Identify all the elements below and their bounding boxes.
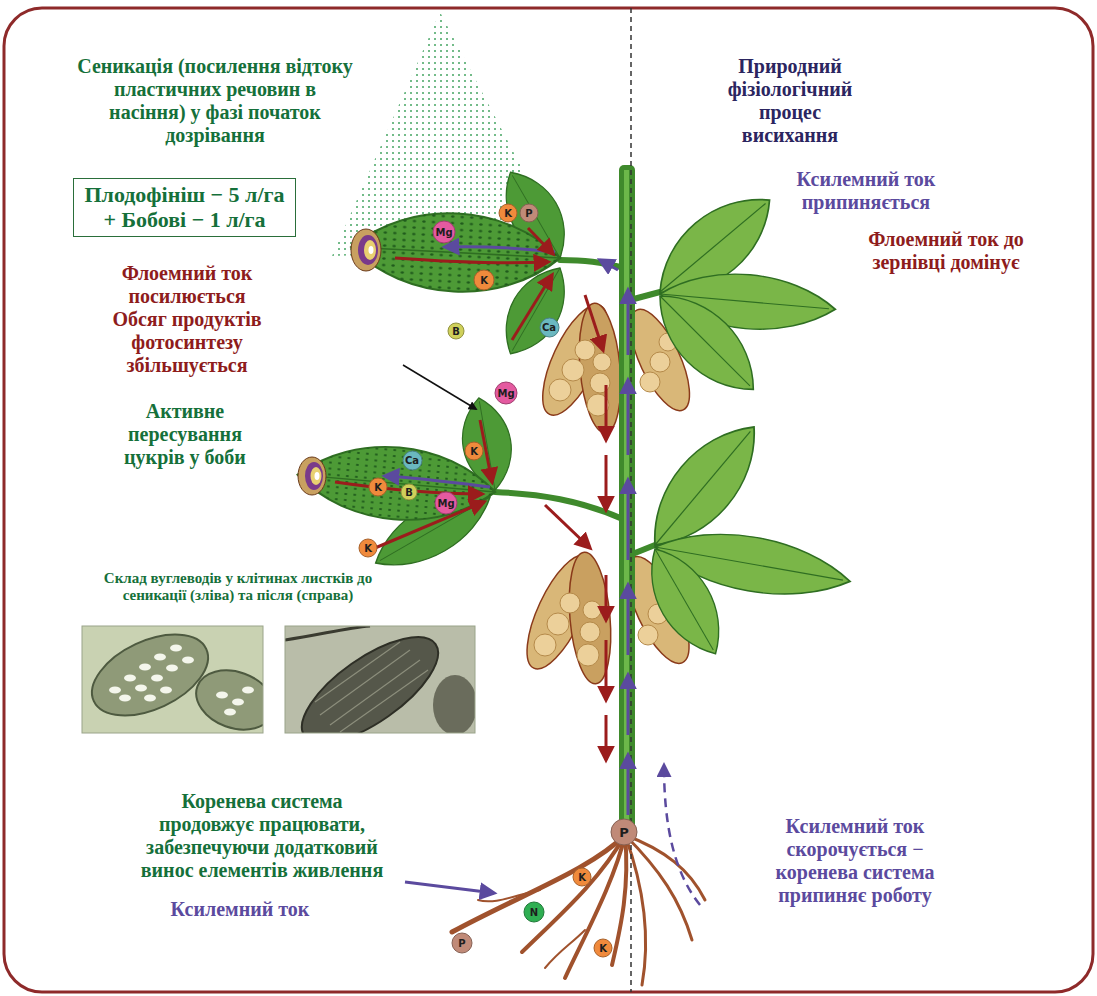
leaf [633, 536, 738, 666]
circle-shape [359, 539, 377, 557]
nutrient-circle: B [447, 322, 465, 340]
stem-highlight [624, 170, 629, 830]
nutrient-circle: K [473, 269, 495, 291]
element-symbol: K [599, 943, 607, 954]
spray-droplets [295, 439, 499, 528]
nutrient-circle: N [523, 901, 545, 923]
circle-shape [594, 939, 612, 957]
micrograph-caption: Склад вуглеводів у клітинах листків до с… [73, 570, 403, 605]
seed-section-upper [351, 229, 381, 271]
circle-shape [448, 323, 464, 339]
circle-shape [524, 902, 544, 922]
element-symbol: Ca [405, 455, 419, 466]
heading-label: Сеникація (посилення відтоку пластичних … [75, 55, 355, 147]
pod [564, 551, 615, 686]
note-label: Активне пересування цукрів у боби [103, 400, 268, 469]
flow-label: Ксилемний ток скорочується − коренева си… [755, 815, 955, 907]
flow-label: Ксилемний ток припиняється [781, 168, 951, 214]
nutrient-circle: Mg [432, 220, 456, 244]
nutrient-circle: K [464, 441, 484, 461]
circle-shape [474, 270, 494, 290]
flow-label: Флоемний ток посилюється [107, 262, 267, 308]
circle-shape [465, 442, 483, 460]
dose-box: Плодофініш − 5 л/га + Бобові − 1 л/га [73, 178, 296, 237]
circle-shape [540, 318, 559, 337]
seed-section-lower [298, 457, 326, 495]
root [625, 835, 705, 900]
circle-shape [435, 492, 457, 514]
circle-shape [611, 819, 637, 845]
flow-label: Ксилемний ток [155, 898, 325, 921]
nutrient-circle: Ca [539, 317, 560, 338]
frame [4, 8, 1093, 992]
nutrient-circle: B [400, 483, 418, 501]
element-symbol: K [578, 872, 586, 883]
note-label: Обсяг продуктів фотосинтезу збільшується [100, 308, 275, 377]
element-symbol: P [525, 208, 532, 219]
element-symbol: Mg [437, 498, 454, 509]
micrograph-after [285, 626, 475, 733]
element-symbol: K [480, 275, 488, 286]
heading-label: Природний фізіологічний процес висихання [710, 55, 870, 147]
xylem-arrow [405, 882, 494, 893]
beans [549, 333, 677, 416]
circle-shape [573, 868, 591, 886]
circle-shape [403, 451, 422, 470]
dose-text: Плодофініш − 5 л/га + Бобові − 1 л/га [82, 182, 287, 233]
roots [452, 835, 705, 985]
element-symbol: Mg [435, 227, 452, 238]
leaf [641, 277, 773, 409]
nutrient-circle: K [498, 203, 518, 223]
nutrient-circle: K [358, 538, 378, 558]
flow-label: Флоемний ток до зернівці домінує [856, 228, 1036, 274]
nutrient-circle: Ca [402, 450, 423, 471]
circle-shape [495, 382, 517, 404]
divider-line [630, 8, 632, 992]
nutrient-circle: K [593, 938, 613, 958]
circle-shape [520, 204, 538, 222]
circle-shape [433, 221, 455, 243]
note-label: Коренева система продовжує працювати, за… [135, 790, 390, 882]
circle-shape [401, 484, 417, 500]
nutrient-circle: Mg [434, 491, 458, 515]
root [522, 835, 625, 952]
element-symbol: B [452, 326, 460, 337]
nutrient-circle: K [368, 477, 388, 497]
element-symbol: K [364, 543, 372, 554]
element-symbol: B [405, 487, 413, 498]
leaf [295, 439, 499, 528]
drying-leaves [632, 177, 855, 666]
root [545, 930, 585, 968]
root [565, 835, 625, 978]
element-symbol: P [458, 938, 465, 949]
micrograph-frame [285, 626, 475, 733]
root [625, 835, 646, 985]
micrograph-frame [82, 626, 263, 733]
element-symbol: K [374, 482, 382, 493]
element-symbol: N [530, 907, 538, 918]
nutrient-circle: Mg [494, 381, 518, 405]
element-symbol: K [504, 208, 512, 219]
circle-shape [452, 933, 472, 953]
nutrient-circle: P [451, 932, 473, 954]
element-symbol: Mg [497, 388, 514, 399]
circle-shape [369, 478, 387, 496]
stem [619, 165, 635, 835]
element-symbol: Ca [542, 322, 556, 333]
nutrient-circle: K [572, 867, 592, 887]
root [452, 835, 625, 932]
treated-leaves [295, 160, 581, 584]
element-symbol: P [619, 825, 629, 840]
element-symbol: K [470, 446, 478, 457]
root [612, 835, 626, 965]
circle-shape [499, 204, 517, 222]
nutrient-circle: P [519, 203, 539, 223]
xylem-arrow-dashed [664, 765, 700, 905]
leader-arrow [403, 365, 476, 409]
micrograph-before [82, 626, 263, 733]
nutrient-circle: P [610, 818, 638, 846]
